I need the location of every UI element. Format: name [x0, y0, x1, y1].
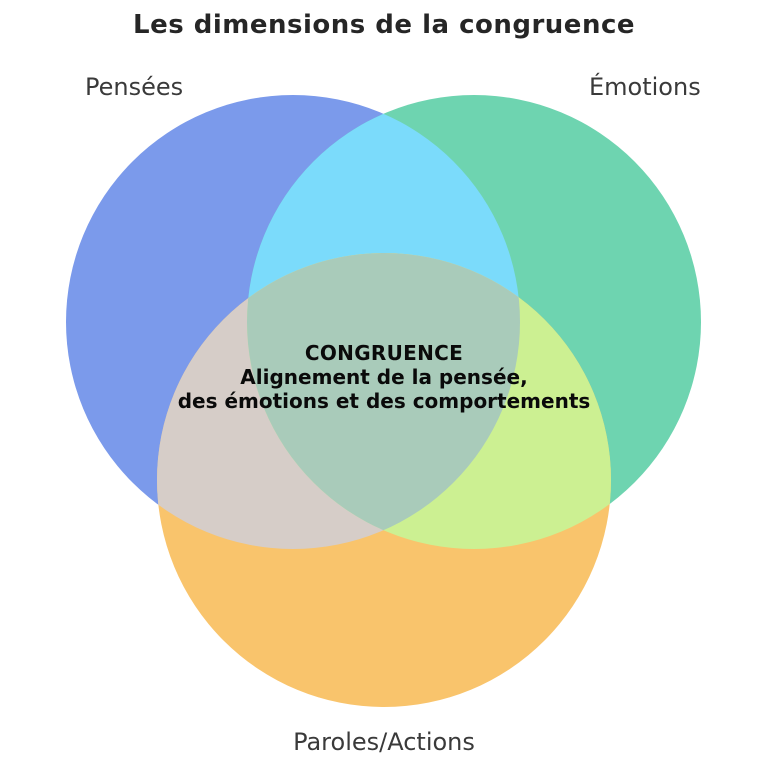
center-label-heading: CONGRUENCE — [304, 341, 464, 365]
center-label-line1: Alignement de la pensée, — [240, 365, 528, 389]
page-title: Les dimensions de la congruence — [133, 10, 635, 40]
center-label-line2: des émotions et des comportements — [177, 389, 591, 413]
center-label-block: CONGRUENCE Alignement de la pensée, des … — [0, 341, 768, 413]
set-label-pensees: Pensées — [85, 73, 184, 101]
overlap-center — [247, 253, 520, 549]
set-label-emotions: Émotions — [589, 73, 701, 101]
set-label-paroles-actions: Paroles/Actions — [293, 728, 475, 756]
